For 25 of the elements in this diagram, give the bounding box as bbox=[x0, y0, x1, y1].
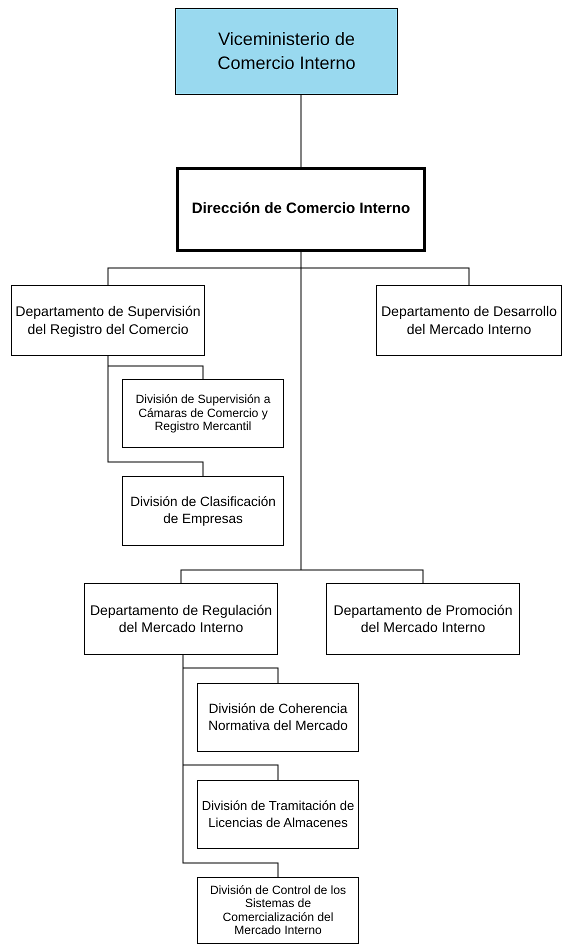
unit-name: División de Tramitación de Licencias de Almacenes bbox=[201, 798, 355, 831]
org-unit-box bbox=[197, 683, 359, 752]
org-unit-box bbox=[122, 476, 284, 546]
org-unit-box bbox=[326, 583, 520, 655]
org-unit-box bbox=[11, 285, 205, 356]
connector-line bbox=[108, 356, 204, 476]
org-unit-box bbox=[376, 285, 562, 356]
unit-name: División de Control de los Sistemas de Comercialización del Mercado Interno bbox=[208, 884, 348, 937]
org-unit-box bbox=[197, 877, 359, 944]
connector-line bbox=[182, 654, 278, 878]
unit-name: División de Supervisión a Cámaras de Comercio y Registro Mercantil bbox=[134, 392, 272, 434]
unit-name: División de Clasificación de Empresas bbox=[129, 494, 277, 528]
unit-name: Dirección de Comercio Interno bbox=[192, 200, 410, 219]
org-unit-box bbox=[84, 583, 278, 655]
org-unit-box bbox=[175, 8, 398, 95]
connector-line bbox=[300, 94, 302, 168]
org-unit-box bbox=[197, 780, 359, 849]
unit-name: Departamento de Desarrollo del Mercado Interno bbox=[380, 303, 558, 338]
unit-name: Departamento de Promoción del Mercado Interno bbox=[332, 602, 514, 636]
unit-name: Departamento de Regulación del Mercado Interno bbox=[88, 602, 274, 636]
org-unit-box bbox=[122, 379, 284, 448]
unit-name: División de Coherencia Normativa del Mercado bbox=[207, 700, 349, 734]
org-unit-box bbox=[176, 167, 426, 252]
unit-name: Viceministerio de Comercio Interno bbox=[216, 28, 357, 74]
unit-name: Departamento de Supervisión del Registro del Comercio bbox=[15, 303, 201, 338]
